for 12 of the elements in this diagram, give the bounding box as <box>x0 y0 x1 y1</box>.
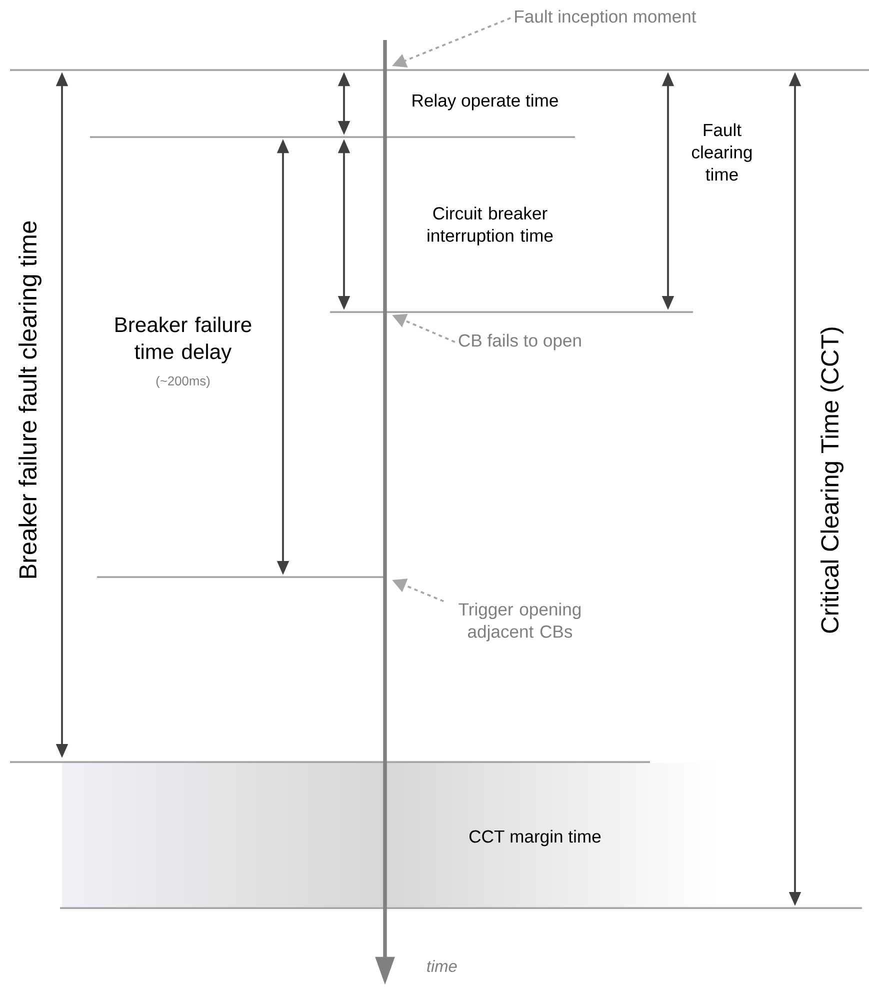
margin-band: CCT margin time <box>62 763 720 907</box>
annotation-text: Trigger opening adjacent CBs <box>458 602 581 642</box>
duration-label: (~200ms) <box>156 376 210 388</box>
duration-label: Critical Clearing Time (CCT) <box>820 328 844 633</box>
duration-label: Circuit breaker interruption time <box>428 206 553 246</box>
axis-label: time <box>427 960 457 972</box>
annotation-text: Fault inception moment <box>515 10 696 26</box>
duration-label: Fault clearing time <box>692 123 752 181</box>
duration-label: Breaker failure time delay <box>116 316 252 364</box>
duration-label: Breaker failure fault clearing time <box>18 221 42 578</box>
duration-label: Relay operate time <box>412 94 558 110</box>
annotation-text: CB fails to open <box>458 334 581 350</box>
